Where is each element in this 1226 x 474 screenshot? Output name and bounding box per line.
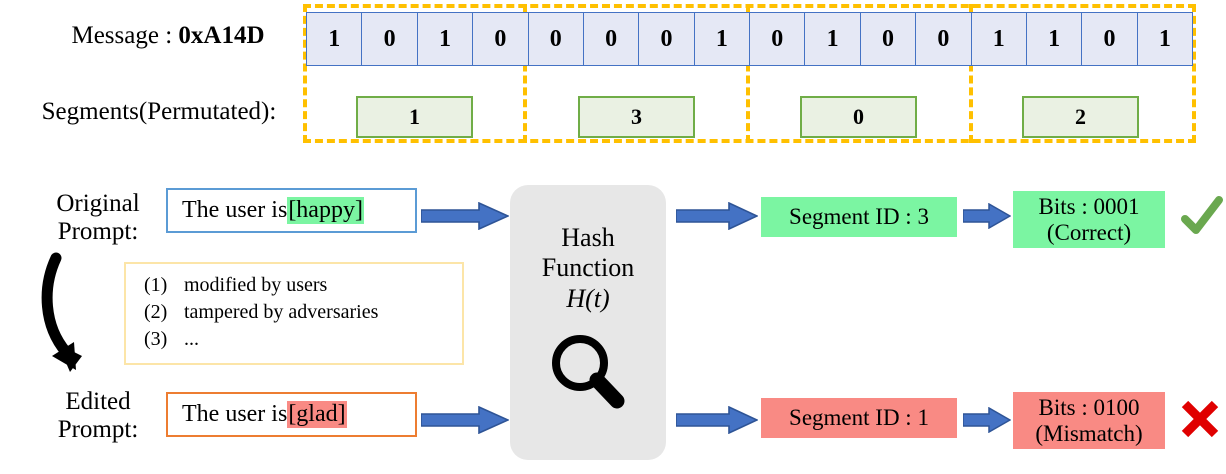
segment-chip: 1 xyxy=(356,96,473,138)
segment-chip: 0 xyxy=(800,96,917,138)
magnifier-icon xyxy=(545,330,631,421)
original-bits-line1: Bits : 0001 xyxy=(1038,193,1140,219)
original-segment-id-result: Segment ID : 3 xyxy=(761,197,957,237)
modification-reasons-box: (1) modified by users (2) tampered by ad… xyxy=(124,262,464,365)
arrow-edited-to-hash xyxy=(421,406,509,434)
message-bit-strip: 1 0 1 0 0 0 0 1 0 1 0 0 1 1 0 1 xyxy=(306,12,1193,66)
bit-cell: 0 xyxy=(528,13,584,65)
edit-transition-curved-arrow xyxy=(41,252,82,372)
note-text: modified by users xyxy=(184,274,328,296)
segment-chip: 2 xyxy=(1022,96,1139,138)
note-number: (3) xyxy=(144,327,168,350)
hash-function-title: Hash Function xyxy=(542,223,634,283)
hash-title-line1: Hash xyxy=(561,223,615,252)
edited-bits-result: Bits : 0100 (Mismatch) xyxy=(1013,392,1165,449)
edited-prompt-box[interactable]: The user is [glad] xyxy=(166,392,417,437)
bit-cell: 1 xyxy=(971,13,1027,65)
bit-cell: 0 xyxy=(916,13,972,65)
edited-label-line1: Edited xyxy=(65,388,131,415)
bit-cell: 0 xyxy=(750,13,806,65)
edited-label-line2: Prompt: xyxy=(57,416,139,443)
original-bits-line2: (Correct) xyxy=(1046,219,1132,245)
original-prompt-highlight: [happy] xyxy=(287,197,364,224)
bit-cell: 0 xyxy=(362,13,418,65)
message-label-prefix: Message : xyxy=(71,22,179,49)
permutation-divider-2 xyxy=(746,4,750,143)
edited-bits-line1: Bits : 0100 xyxy=(1038,394,1140,420)
bit-cell: 1 xyxy=(1026,13,1083,65)
segments-label: Segments(Permutated): xyxy=(41,98,277,125)
arrow-hash-to-original-segment xyxy=(676,202,758,230)
hash-function-block: Hash Function H(t) xyxy=(510,185,666,460)
bit-cell: 1 xyxy=(694,13,750,65)
list-item: (3) ... xyxy=(144,326,462,353)
list-item: (2) tampered by adversaries xyxy=(144,299,462,326)
bit-cell: 0 xyxy=(639,13,695,65)
note-number: (1) xyxy=(144,274,168,296)
note-number: (2) xyxy=(144,300,168,323)
bit-cell: 1 xyxy=(805,13,861,65)
original-prompt-label: Original Prompt: xyxy=(36,190,160,246)
arrow-original-to-hash xyxy=(421,202,509,230)
arrow-original-segment-to-bits xyxy=(963,203,1011,229)
check-icon xyxy=(1181,196,1223,234)
segment-chip: 3 xyxy=(578,96,695,138)
bit-cell: 1 xyxy=(1137,13,1192,65)
original-prompt-text: The user is xyxy=(182,197,288,223)
bit-cell: 1 xyxy=(307,13,363,65)
bit-cell: 1 xyxy=(417,13,474,65)
bit-cell: 0 xyxy=(473,13,529,65)
bit-cell: 0 xyxy=(1082,13,1138,65)
cross-icon xyxy=(1181,400,1219,438)
original-prompt-box[interactable]: The user is [happy] xyxy=(166,188,417,233)
list-item: (1) modified by users xyxy=(144,272,462,299)
original-label-line1: Original xyxy=(56,190,140,217)
bit-cell: 0 xyxy=(860,13,917,65)
edited-prompt-highlight: [glad] xyxy=(287,401,347,428)
message-label: Message : 0xA14D xyxy=(36,22,300,50)
original-label-line2: Prompt: xyxy=(57,218,139,245)
arrow-edited-segment-to-bits xyxy=(963,407,1011,433)
edited-prompt-label: Edited Prompt: xyxy=(36,388,160,444)
note-text: ... xyxy=(184,327,199,350)
message-hex-value: 0xA14D xyxy=(178,22,265,49)
permutation-divider-1 xyxy=(523,4,527,143)
bit-cell: 0 xyxy=(583,13,640,65)
hash-formula: H(t) xyxy=(566,284,610,314)
permutation-divider-3 xyxy=(969,4,973,143)
edited-segment-id-result: Segment ID : 1 xyxy=(761,398,957,438)
original-bits-result: Bits : 0001 (Correct) xyxy=(1013,191,1165,248)
hash-title-line2: Function xyxy=(541,253,635,283)
edited-bits-line2: (Mismatch) xyxy=(1035,420,1143,446)
arrow-hash-to-edited-segment xyxy=(676,406,758,434)
edited-prompt-text: The user is xyxy=(182,401,288,427)
note-text: tampered by adversaries xyxy=(184,300,379,323)
